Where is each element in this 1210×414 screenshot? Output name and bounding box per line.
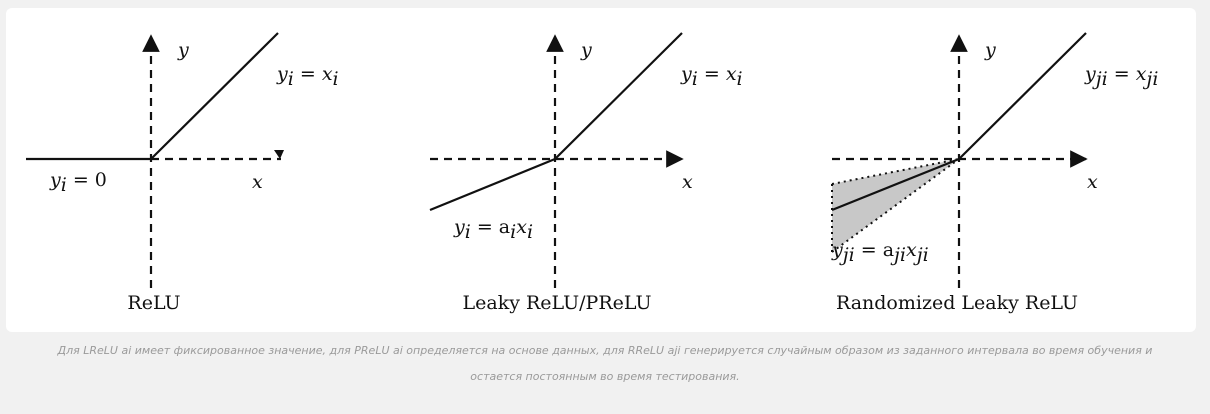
relu-x-arrow-tip <box>274 150 284 159</box>
leaky-y-axis-label: y <box>580 39 592 61</box>
panel-leaky-relu: y x yi = xi yi = aixi Leaky ReLU/PReLU <box>429 32 743 314</box>
rrelu-title: Randomized Leaky ReLU <box>836 292 1078 314</box>
rrelu-lower-bound <box>831 158 960 253</box>
figure-card: y x yi = xi yi = 0 ReLU y x yi = xi yi =… <box>6 8 1196 332</box>
activation-diagram: y x yi = xi yi = 0 ReLU y x yi = xi yi =… <box>26 32 1158 314</box>
rrelu-positive-segment <box>958 32 1087 160</box>
rrelu-negative-label: yji = ajixji <box>831 239 929 266</box>
relu-positive-segment <box>150 32 279 160</box>
relu-title: ReLU <box>127 292 180 314</box>
relu-y-axis-label: y <box>177 39 189 61</box>
leaky-negative-label: yi = aixi <box>453 216 533 243</box>
figure-caption: Для LReLU ai имеет фиксированное значени… <box>20 338 1190 390</box>
leaky-x-axis-label: x <box>682 171 693 193</box>
leaky-positive-segment <box>554 32 683 160</box>
panel-relu: y x yi = xi yi = 0 ReLU <box>26 32 339 314</box>
caption-line-1: Для LReLU ai имеет фиксированное значени… <box>57 344 1153 357</box>
caption-line-2: остается постоянным во время тестировани… <box>470 370 740 383</box>
rrelu-positive-label: yji = xji <box>1084 63 1158 90</box>
rrelu-x-axis-label: x <box>1087 171 1098 193</box>
relu-positive-label: yi = xi <box>276 63 339 90</box>
relu-x-axis-label: x <box>252 171 263 193</box>
leaky-negative-segment <box>429 157 556 212</box>
leaky-title: Leaky ReLU/PReLU <box>463 292 652 314</box>
rrelu-y-axis-label: y <box>984 39 996 61</box>
rrelu-negative-segment <box>831 157 960 212</box>
panel-rrelu: y x yji = xji yji = ajixji Randomized Le… <box>831 32 1158 314</box>
leaky-positive-label: yi = xi <box>680 63 743 90</box>
relu-negative-label: yi = 0 <box>49 169 107 196</box>
